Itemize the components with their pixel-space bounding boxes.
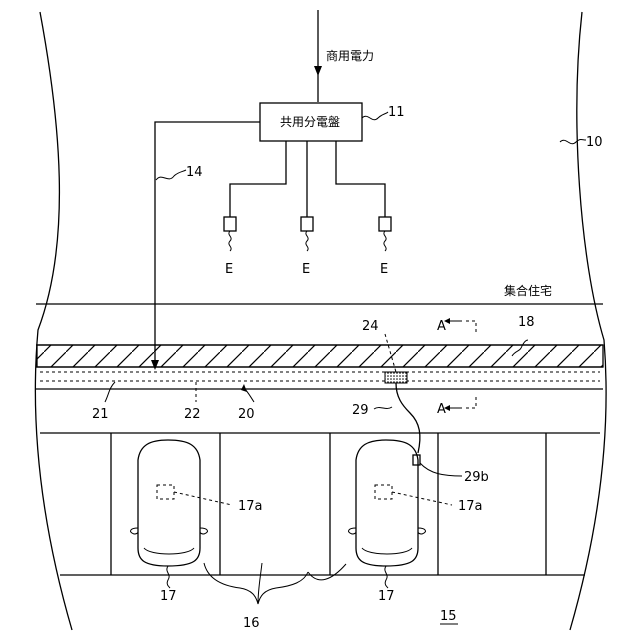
ref-29b: 29b — [464, 470, 489, 485]
car-17-right-windshield — [362, 548, 412, 554]
ref-17a-left: 17a — [238, 499, 263, 514]
car-17-left-windshield — [144, 548, 194, 554]
leader-10 — [560, 140, 586, 144]
supply-line-14 — [155, 122, 260, 362]
section-a-bottom: A — [437, 402, 446, 417]
ref-17-left: 17 — [160, 589, 177, 604]
distribution-board-label: 共用分電盤 — [280, 115, 340, 129]
leader-29 — [374, 407, 392, 409]
connector-24 — [385, 372, 407, 383]
load-wire-1 — [229, 231, 231, 251]
section-a-bottom-tick — [466, 395, 476, 408]
site-boundary-right — [570, 12, 606, 630]
load-box-3 — [379, 217, 391, 231]
leader-21 — [105, 382, 115, 402]
load-wire-2 — [306, 231, 308, 251]
car-17-left — [138, 440, 200, 566]
load-e-2: E — [302, 262, 310, 277]
car-17-right-mirror-l — [349, 528, 356, 534]
car-17-left-mirror-l — [131, 528, 138, 534]
section-a-top-tick — [466, 321, 476, 334]
car-17-left-mirror-r — [200, 528, 207, 534]
car-17a-left — [157, 485, 174, 499]
ref-29: 29 — [352, 403, 369, 418]
brace-16 — [204, 563, 346, 604]
hatched-wall-18 — [37, 345, 603, 367]
ref-24: 24 — [362, 319, 379, 334]
ref-20: 20 — [238, 407, 255, 422]
ref-14: 14 — [186, 165, 203, 180]
leader-14 — [156, 170, 186, 180]
load-e-1: E — [225, 262, 233, 277]
leader-17-right — [385, 566, 388, 588]
branch-line-3 — [336, 141, 385, 217]
leader-17-left — [167, 566, 170, 588]
car-17-right-mirror-r — [418, 528, 425, 534]
leader-11 — [362, 112, 388, 120]
ref-17a-right: 17a — [458, 499, 483, 514]
power-arrow-head — [314, 66, 322, 76]
leader-17a-left — [174, 492, 232, 505]
ref-17-right: 17 — [378, 589, 395, 604]
ref-11: 11 — [388, 105, 405, 120]
power-source-label: 商用電力 — [326, 48, 374, 63]
ref-16: 16 — [243, 616, 260, 631]
ref-21: 21 — [92, 407, 109, 422]
charging-cable-29 — [396, 383, 420, 453]
car-17a-right — [375, 485, 392, 499]
load-box-1 — [224, 217, 236, 231]
load-box-2 — [301, 217, 313, 231]
branch-line-1 — [230, 141, 286, 217]
load-e-3: E — [380, 262, 388, 277]
load-wire-3 — [384, 231, 386, 251]
ref-18: 18 — [518, 315, 535, 330]
charging-plug-29b — [413, 455, 420, 465]
car-17-right — [356, 440, 418, 566]
ref-15: 15 — [440, 609, 457, 624]
ref-10: 10 — [586, 135, 603, 150]
building-label: 集合住宅 — [504, 283, 552, 298]
leader-29b — [420, 463, 462, 476]
leader-20-arrowhead — [241, 384, 247, 392]
site-boundary-left — [35, 12, 72, 630]
ref-22: 22 — [184, 407, 201, 422]
leader-17a-right — [392, 492, 452, 505]
